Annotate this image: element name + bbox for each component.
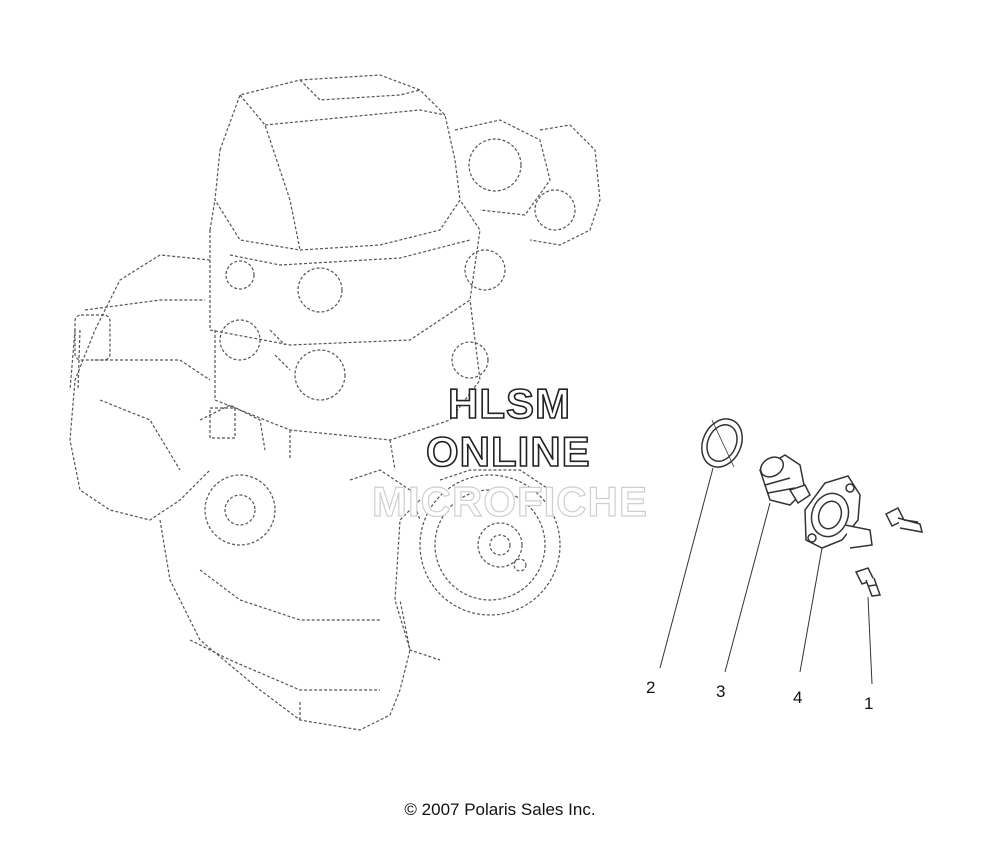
part-3-thermostat[interactable] xyxy=(757,453,811,506)
leader-line-1 xyxy=(867,596,873,685)
engine-assembly xyxy=(69,74,601,731)
watermark-line-2: ONLINE xyxy=(425,427,591,476)
callout-3[interactable]: 3 xyxy=(716,682,726,701)
callout-2[interactable]: 2 xyxy=(646,678,656,697)
watermark-line-1: HLSM xyxy=(447,379,571,428)
copyright-notice: © 2007 Polaris Sales Inc. xyxy=(404,800,596,819)
callout-4[interactable]: 4 xyxy=(793,688,803,707)
leader-line-2 xyxy=(659,467,714,669)
watermark-line-3: MICROFICHE xyxy=(371,477,648,525)
part-2-gasket[interactable] xyxy=(694,412,750,473)
callout-1[interactable]: 1 xyxy=(864,694,874,713)
part-4-thermostat-housing[interactable] xyxy=(804,475,873,549)
leader-line-3 xyxy=(724,502,771,673)
leader-line-4 xyxy=(799,547,823,673)
leader-lines xyxy=(659,467,873,685)
part-1-bolts[interactable] xyxy=(854,506,924,597)
